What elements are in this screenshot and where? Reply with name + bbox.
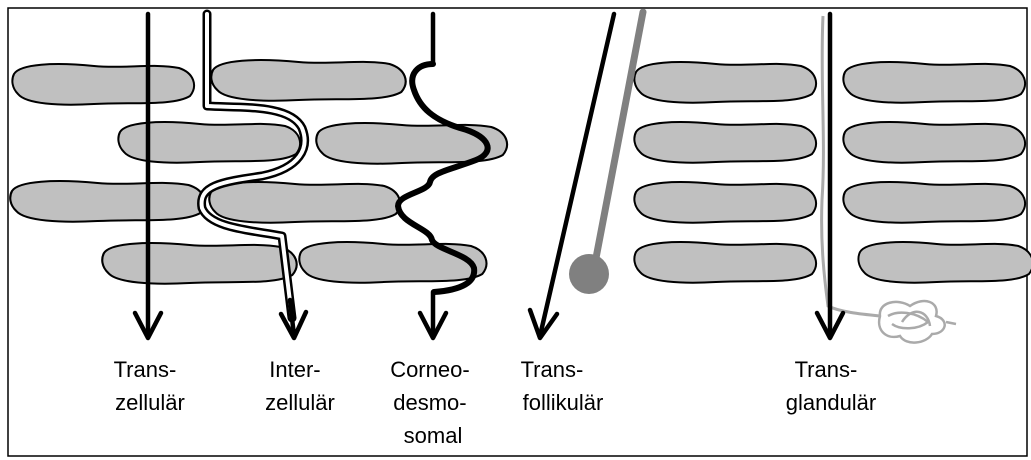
corneocyte-cell xyxy=(299,242,486,283)
corneocyte-cell xyxy=(102,243,296,284)
corneocyte-cell xyxy=(843,182,1025,223)
corneocyte-cell xyxy=(12,64,194,105)
corneocyte-cell xyxy=(209,182,400,223)
corneocyte-cell xyxy=(843,122,1025,163)
corneocyte-cell xyxy=(211,60,405,101)
corneocyte-cell xyxy=(10,181,204,222)
corneocyte-cell xyxy=(118,122,300,163)
corneocyte-cell xyxy=(858,242,1031,283)
corneocyte-cell xyxy=(634,122,816,163)
corneocyte-cell xyxy=(634,62,816,103)
corneocyte-cell xyxy=(634,182,816,223)
corneocyte-cell xyxy=(843,62,1025,103)
corneocyte-cell xyxy=(634,242,816,283)
